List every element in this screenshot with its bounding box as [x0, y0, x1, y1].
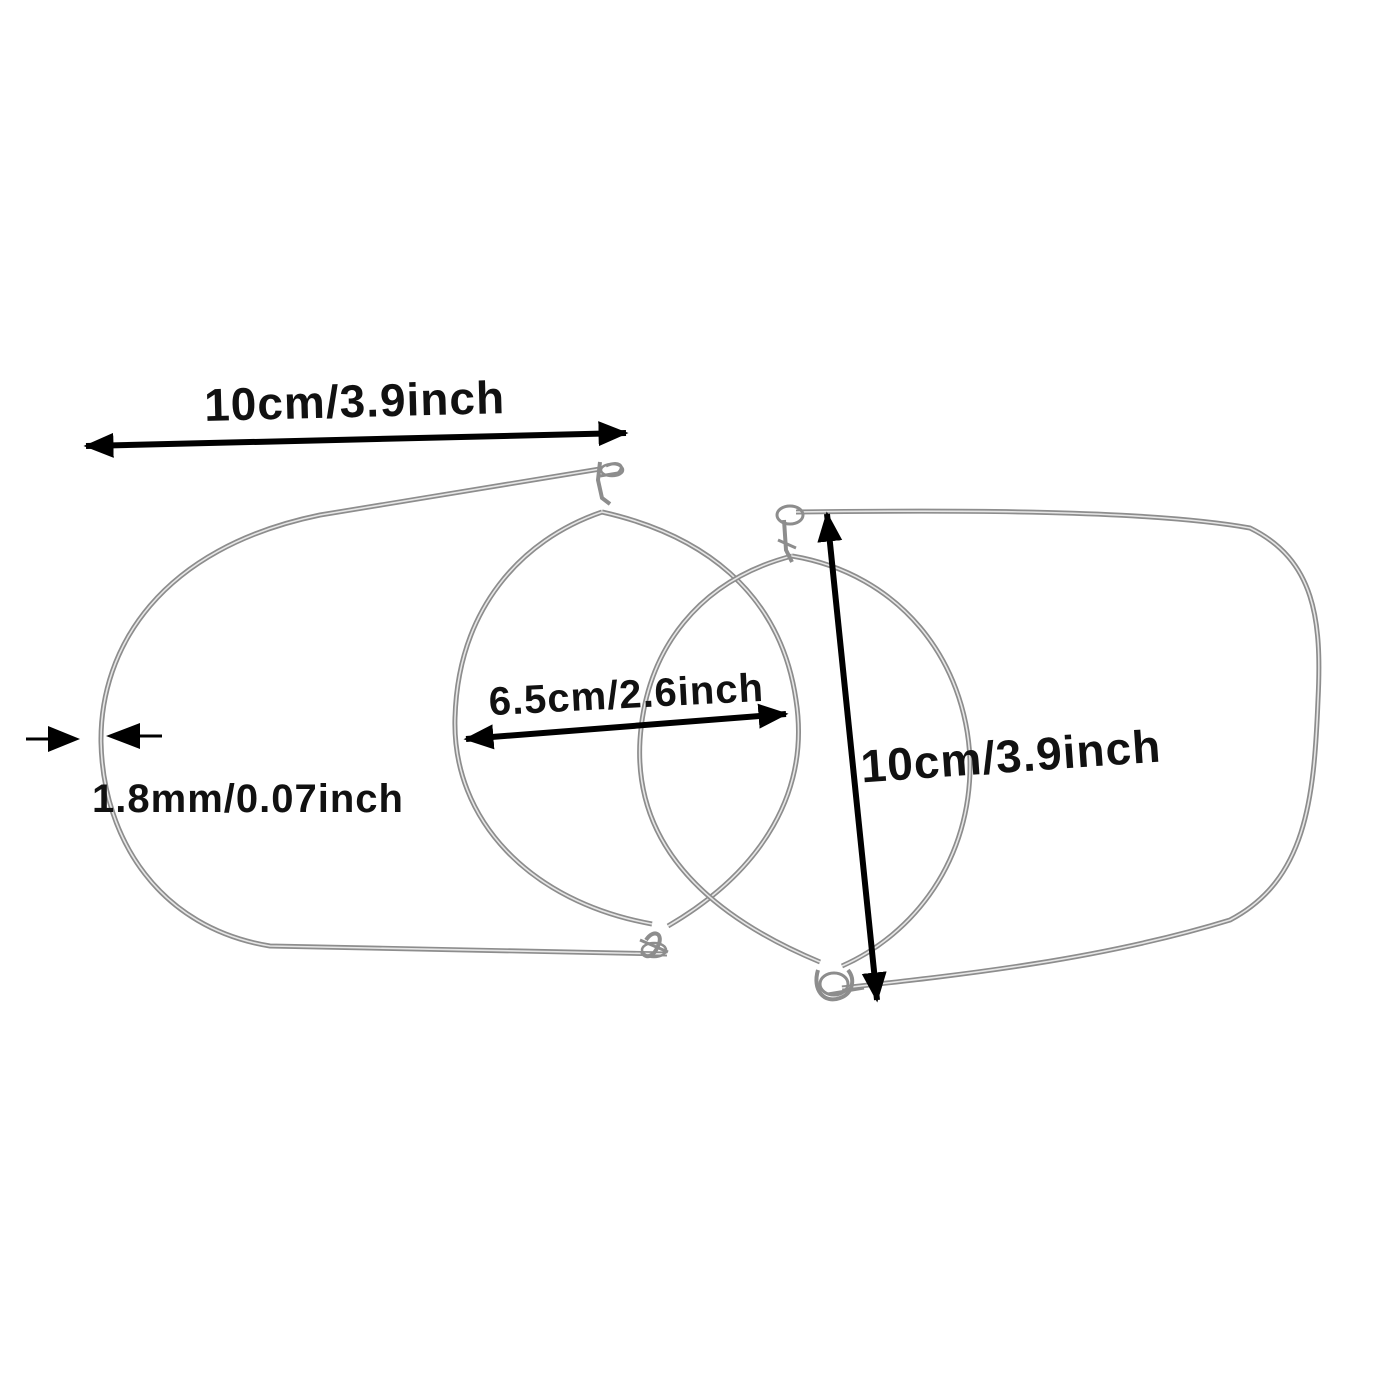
- wire-thickness-label: 1.8mm/0.07inch: [92, 777, 404, 821]
- inner-width-arrow: [463, 703, 789, 750]
- top-width-label: 10cm/3.9inch: [203, 371, 505, 431]
- top-width-arrow: [83, 421, 629, 458]
- bottom-clasp-icon: [639, 931, 669, 959]
- right-height-arrow: [817, 511, 887, 1003]
- large-left-hoop: [98, 461, 669, 959]
- small-center-hoop: [452, 509, 801, 929]
- inner-width-label: 6.5cm/2.6inch: [488, 666, 765, 724]
- top-clasp-icon: [595, 461, 625, 506]
- right-top-clasp-icon: [775, 504, 805, 563]
- wire-thickness-arrows: [26, 723, 162, 752]
- right-height-label: 10cm/3.9inch: [859, 720, 1163, 793]
